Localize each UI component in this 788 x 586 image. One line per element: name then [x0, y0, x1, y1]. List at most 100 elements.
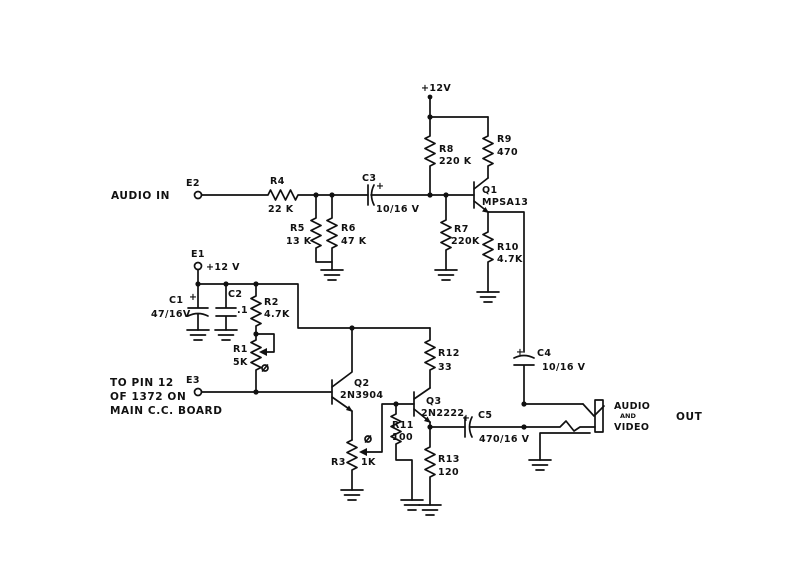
junction — [393, 401, 399, 407]
r6-name: R6 — [341, 223, 356, 234]
c3-plus: + — [376, 181, 384, 192]
ground-symbol — [476, 291, 500, 303]
r1-wiper-arrow — [259, 348, 267, 356]
r6-value: 47 K — [341, 236, 367, 247]
r3-adjust-slash — [364, 435, 372, 443]
r3-wiper-arrow — [359, 448, 367, 456]
r2-name: R2 — [264, 297, 279, 308]
pin-label-line2: OF 1372 ON — [110, 391, 186, 403]
r7-value: 220K — [451, 236, 480, 247]
jack-ground-wire — [539, 432, 591, 461]
q3-emitter-arrow — [424, 416, 431, 423]
supply-filter-stage — [186, 261, 431, 393]
e3-label: E3 — [186, 375, 200, 386]
pin-label-line3: MAIN C.C. BOARD — [110, 405, 223, 417]
r7-name: R7 — [454, 224, 469, 235]
q2-name: Q2 — [354, 378, 370, 389]
r4-value: 22 K — [268, 204, 294, 215]
r11-resistor — [390, 403, 413, 501]
r9-value: 470 — [497, 147, 518, 158]
av-audio-label: AUDIO — [614, 401, 650, 412]
av-output-jack[interactable] — [521, 399, 605, 471]
r3-adjust-mark — [364, 435, 372, 443]
c4-plus: + — [516, 347, 524, 358]
c1-capacitor — [187, 283, 209, 331]
r1-potentiometer — [250, 333, 262, 393]
q1-value: MPSA13 — [482, 197, 528, 208]
r5-resistor — [310, 194, 333, 263]
audio-in-label: AUDIO IN — [111, 190, 170, 202]
r1-value: 5K — [233, 357, 248, 368]
r11-name: R11 — [392, 420, 414, 431]
q3-value: 2N2222 — [421, 408, 464, 419]
r4-name: R4 — [270, 176, 285, 187]
junction — [253, 389, 259, 395]
ground-symbol — [528, 459, 552, 471]
ground-symbol — [340, 489, 364, 501]
terminal-e2 — [193, 190, 203, 200]
e2-label: E2 — [186, 178, 200, 189]
r10-name: R10 — [497, 242, 519, 253]
q3-emitter-wire — [429, 421, 466, 428]
r12-resistor — [424, 327, 436, 389]
c3-capacitor — [367, 184, 431, 206]
r10-resistor — [482, 211, 494, 293]
r2-value: 4.7K — [264, 309, 290, 320]
e1-supply-label: +12 V — [206, 262, 240, 273]
r3-potentiometer — [346, 439, 358, 491]
c1-name: C1 — [169, 295, 183, 306]
r8-name: R8 — [439, 144, 454, 155]
r1-adjust-slash — [261, 364, 269, 372]
r1-name: R1 — [233, 344, 248, 355]
ground-symbol — [400, 499, 424, 511]
c1-value: 47/16V — [151, 309, 191, 320]
r5-value: 13 K — [286, 236, 312, 247]
q1-emitter-arrow — [482, 207, 489, 213]
c2-name: C2 — [228, 289, 242, 300]
q2-emitter — [331, 396, 353, 441]
r13-resistor — [424, 426, 436, 506]
jack-tip-contact — [582, 403, 605, 417]
driver-stage — [193, 325, 525, 516]
jack-sleeve-contact — [523, 420, 596, 432]
r1-wiper-wire — [255, 333, 275, 353]
ground-symbol — [434, 269, 458, 281]
r13-value: 120 — [438, 467, 459, 478]
q2-emitter-arrow — [346, 405, 353, 412]
terminal-e3 — [193, 387, 203, 397]
c3-name: C3 — [362, 173, 376, 184]
ground-symbol — [320, 269, 344, 281]
c2-value: .1 — [237, 305, 248, 316]
r12-value: 33 — [438, 362, 452, 373]
c3-value: 10/16 V — [376, 204, 420, 215]
av-and-label: AND — [620, 412, 636, 420]
r5-name: R5 — [290, 223, 305, 234]
c5-name: C5 — [478, 410, 492, 421]
r7-resistor — [440, 194, 452, 271]
pin-label-line1: TO PIN 12 — [110, 377, 174, 389]
r10-value: 4.7K — [497, 254, 523, 265]
q3-collector — [413, 387, 431, 400]
r13-name: R13 — [438, 454, 460, 465]
av-video-label: VIDEO — [614, 422, 649, 433]
r3-name: R3 — [331, 457, 346, 468]
c5-plus: + — [462, 413, 470, 424]
r8-resistor — [424, 116, 436, 196]
q1-name: Q1 — [482, 185, 498, 196]
r3-value: 1K — [361, 457, 376, 468]
ground-symbol — [214, 329, 238, 341]
supply-wire — [197, 269, 431, 329]
r9-resistor — [482, 116, 494, 179]
ground-symbol — [186, 329, 210, 341]
r12-name: R12 — [438, 348, 460, 359]
c4-name: C4 — [537, 348, 551, 359]
ground-symbol — [418, 504, 442, 516]
r8-value: 220 K — [439, 156, 472, 167]
e1-label: E1 — [191, 249, 205, 260]
r11-value: 100 — [392, 432, 413, 443]
q2-collector — [331, 327, 353, 388]
c1-plus: + — [189, 292, 197, 303]
q1-stage — [424, 94, 584, 405]
c5-value: 470/16 V — [479, 434, 530, 445]
